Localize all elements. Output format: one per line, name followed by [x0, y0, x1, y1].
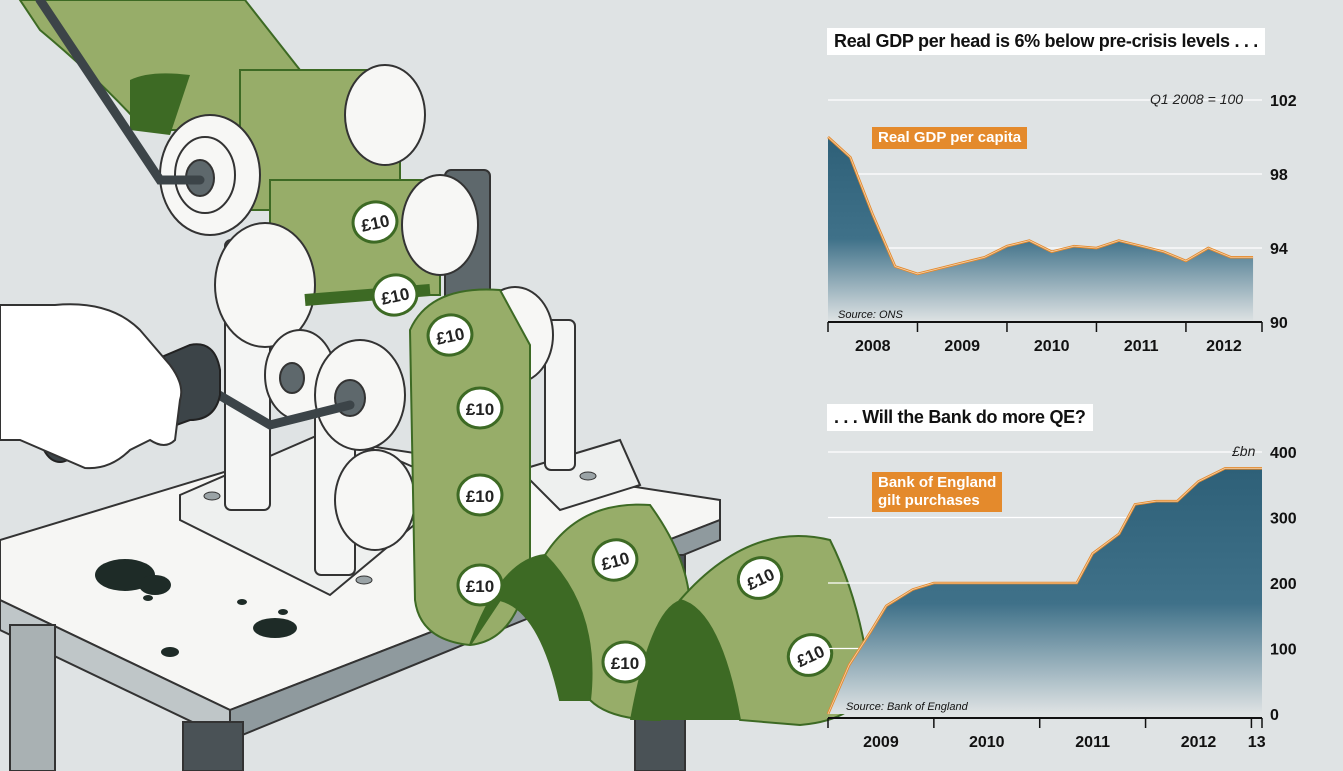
note-badge: £10	[426, 313, 474, 357]
qe-y-tick-label: 100	[1270, 642, 1297, 659]
gdp-x-tick-label: 2009	[944, 338, 980, 355]
gdp-y-tick-label: 94	[1270, 241, 1288, 258]
gdp-y-tick-label: 90	[1270, 315, 1288, 332]
note-badge: £10	[736, 556, 784, 600]
note-badge: £10	[456, 563, 504, 607]
qe-x-tick-label: 2009	[863, 734, 899, 751]
gdp-x-tick-label: 2012	[1206, 338, 1242, 355]
svg-text:£10: £10	[466, 577, 494, 596]
qe-y-tick-label: 200	[1270, 576, 1297, 593]
qe-y-tick-label: 0	[1270, 707, 1279, 724]
note-badge: £10	[371, 273, 419, 317]
note-badge: £10	[786, 633, 834, 677]
qe-x-tick-label: 2012	[1181, 734, 1217, 751]
gdp-x-tick-label: 2010	[1034, 338, 1070, 355]
gdp-chart: 90 94 98 102 2008 2009 2010 2011 2012	[827, 93, 1297, 355]
svg-text:£10: £10	[611, 654, 639, 673]
qe-unit-label: £bn	[1232, 443, 1256, 459]
qe-x-tick-label: 2011	[1075, 734, 1110, 751]
gdp-y-tick-label: 98	[1270, 167, 1288, 184]
qe-series-label-line1: Bank of England	[878, 474, 997, 491]
note-badge: £10	[456, 473, 504, 517]
qe-series-label-line2: gilt purchases	[878, 492, 980, 509]
gdp-area	[828, 137, 1254, 322]
qe-series-line-highlight	[827, 467, 1262, 715]
note-badge: £10	[591, 538, 639, 582]
qe-y-tick-label: 400	[1270, 445, 1297, 462]
hand	[0, 303, 183, 470]
svg-text:£10: £10	[466, 487, 494, 506]
qe-x-tick-label: 13	[1248, 734, 1266, 751]
gdp-source: Source: ONS	[838, 309, 903, 321]
gdp-x-tick-label: 2011	[1124, 338, 1159, 355]
qe-chart-title: . . . Will the Bank do more QE?	[827, 404, 1093, 431]
note-badge: £10	[456, 386, 504, 430]
qe-source: Source: Bank of England	[846, 701, 968, 713]
gdp-chart-title: Real GDP per head is 6% below pre-crisis…	[827, 28, 1265, 55]
qe-x-tick-label: 2010	[969, 734, 1005, 751]
qe-series-label: Bank of England gilt purchases	[872, 472, 1003, 512]
gdp-y-tick-label: 102	[1270, 93, 1297, 110]
qe-y-tick-label: 300	[1270, 511, 1297, 528]
note-badges: £10£10£10£10£10£10£10£10£10£10	[351, 200, 834, 684]
qe-chart: 0 100 200 300 400 2009 2010 2011 2012 13	[826, 445, 1297, 751]
gdp-series-line-highlight	[827, 136, 1254, 275]
qe-area	[828, 468, 1262, 714]
gdp-x-tick-label: 2008	[855, 338, 891, 355]
note-badge: £10	[601, 640, 649, 684]
note-badge: £10	[351, 200, 399, 244]
gdp-series-label: Real GDP per capita	[872, 127, 1028, 149]
money-strip-outgoing	[304, 284, 872, 727]
svg-text:£10: £10	[466, 400, 494, 419]
gdp-unit-label: Q1 2008 = 100	[1150, 91, 1244, 107]
